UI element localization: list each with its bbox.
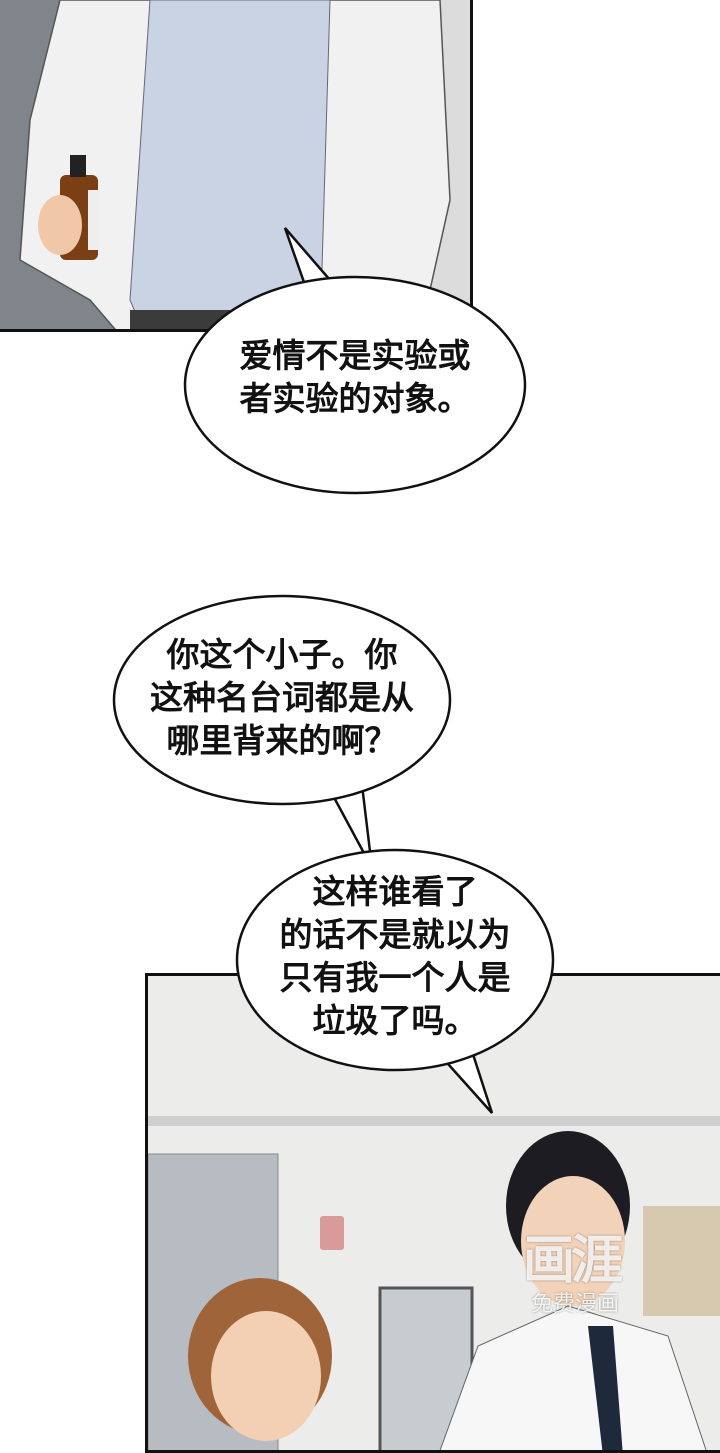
- watermark-logo: 画涯: [523, 1231, 623, 1291]
- bubble-2-tail: [328, 783, 374, 869]
- bubble-2-text: 你这个小子。你 这种名台词都是从 哪里背来的啊？: [150, 635, 414, 760]
- top-panel-art: [0, 0, 470, 329]
- top-panel-doctor-holding-bottle: [0, 0, 473, 332]
- bubble-1-text: 爱情不是实验或 者实验的对象。: [239, 336, 471, 418]
- bottom-panel-two-doctors: 画涯 免费漫画: [145, 973, 720, 1453]
- bubble-3-text: 这样谁看了 的话不是就以为 只有我一个人是 垃圾了吗。: [279, 872, 511, 1040]
- watermark-caption: 免费漫画: [531, 1292, 620, 1317]
- bottom-panel-art: [148, 976, 720, 1450]
